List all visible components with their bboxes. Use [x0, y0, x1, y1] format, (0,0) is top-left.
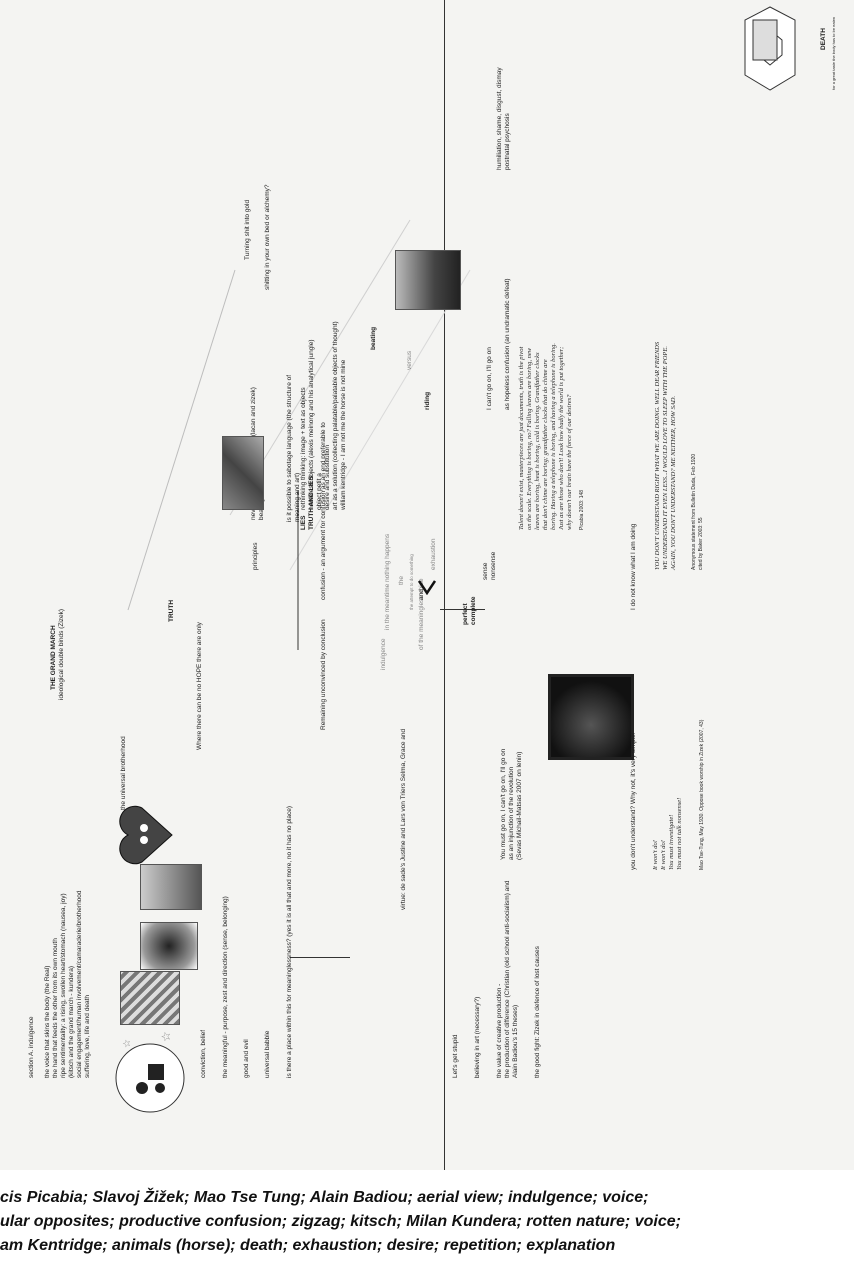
document-content: section A. indulgence the voice that ski… — [28, 0, 836, 1170]
smiley-face-icon: ☆☆ — [115, 1031, 185, 1113]
picabia-quote: why doesn't our brain have the force of … — [566, 394, 573, 530]
picabia-citation: Picabia 2003: 148 — [579, 489, 585, 530]
death-subtitle: for a great taste the body has to be eat… — [831, 16, 836, 90]
rotated-document-page: section A. indulgence the voice that ski… — [0, 0, 854, 1170]
beating-label: beating — [370, 326, 377, 350]
conviction-text: conviction, belief — [200, 1029, 207, 1078]
universal-babble-text: universal babble — [264, 1030, 271, 1078]
kitsch-image — [140, 864, 202, 910]
caption-line: ular opposites; productive confusion; zi… — [0, 1213, 681, 1230]
section-a-title: section A. indulgence — [28, 1016, 35, 1078]
universal-brotherhood: the universal brotherhood — [120, 736, 127, 810]
dada-caps: AGAIN, YOU DON'T UNDERSTAND? ME NEITHER,… — [670, 395, 677, 570]
svg-text:☆: ☆ — [159, 1031, 173, 1042]
truth-label: TRUTH — [168, 599, 175, 622]
versus-label: versus — [406, 350, 413, 370]
keyword-caption: cis Picabia; Slavoj Žižek; Mao Tse Tung;… — [0, 1186, 854, 1258]
virtue-text: virtue: de sade's Justine and Lars von T… — [400, 728, 407, 910]
caption-line: cis Picabia; Slavoj Žižek; Mao Tse Tung;… — [0, 1189, 649, 1206]
lets-get-stupid: Let's get stupid — [452, 1034, 459, 1078]
dada-citation: cited by Baker 2003: 55 — [698, 517, 704, 570]
good-evil-text: good and evil — [243, 1039, 250, 1078]
heart-icon — [119, 805, 173, 865]
dont-know-text: I do not know what I am doing — [630, 523, 637, 610]
mao-quote: You must not talk nonsense! — [676, 797, 683, 870]
believing-in-art: believing in art (necessary?) — [474, 996, 481, 1078]
nonsense-label: nonsense — [490, 551, 497, 580]
meantime-text: in the meantime nothing happens — [384, 533, 391, 630]
horse-riding-image — [395, 250, 461, 310]
attempt-text: the attempt to do something — [409, 554, 414, 610]
the-label: the — [398, 575, 405, 585]
principles-label: principles — [252, 542, 259, 570]
shitting-question: shitting in your own bed or alchemy? — [264, 184, 271, 290]
postnatal-text: postnatal psychosis — [504, 113, 511, 170]
zigzag-line-upper — [127, 269, 236, 611]
meaninglessness-question: is there a place within this for meaning… — [286, 805, 293, 1078]
good-fight: the good fight: Zizek in defence of lost… — [534, 946, 541, 1078]
dead-horse-image — [222, 436, 264, 510]
riding-label: riding — [424, 391, 431, 410]
grand-march-subtitle: ideological double binds (Zizek) — [58, 608, 65, 700]
rethinking-line: william kentridge - I am not me the hors… — [340, 359, 347, 510]
remaining-unconvinced: Remaining unconvinced by conclusion — [320, 619, 327, 730]
svg-text:☆: ☆ — [122, 1039, 133, 1048]
complete-label: complete — [470, 596, 477, 625]
kitsch-image — [120, 971, 180, 1025]
turning-shit-into-gold: Turning shit into gold — [244, 199, 251, 260]
caption-line: am Kentridge; animals (horse); death; ex… — [0, 1237, 616, 1254]
cant-go-on: I can't go on, I'll go on — [486, 347, 493, 410]
hopeless-confusion: as hopeless confusion (an undramatic def… — [504, 278, 511, 410]
zigzag-line-center — [289, 269, 471, 571]
lenin-poster-image — [548, 674, 634, 760]
death-title: DEATH — [820, 28, 827, 50]
section-a-line: suffering, love, life and death — [84, 995, 91, 1078]
must-go-on: (Sevas Michail-Matsas 2007 on lenin) — [516, 751, 523, 860]
mao-citation: Mao Tse-Tung, May 1930. Oppose book wors… — [699, 719, 705, 870]
value-line: Alain Badiou's 15 theses) — [512, 1004, 519, 1078]
indulgence-label: indulgence — [380, 638, 387, 670]
exhaustion-label: exhaustion — [430, 538, 437, 570]
meaningful-text: the meaningful - purpose, zest and direc… — [222, 896, 229, 1078]
hope-text: Where there can be no HOPE there are onl… — [196, 622, 203, 750]
kitsch-image — [140, 922, 198, 970]
coffin-icon — [752, 19, 778, 61]
chevron-icon — [418, 580, 436, 595]
understand-text: you don't understand? Why not, it's very… — [630, 732, 637, 870]
